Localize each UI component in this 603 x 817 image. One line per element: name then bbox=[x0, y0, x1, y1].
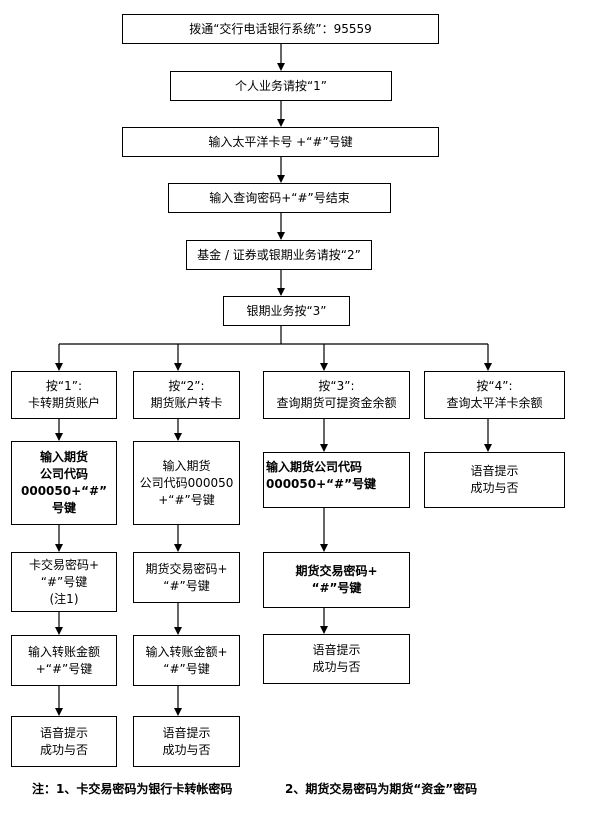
branch1-card-password-box: 卡交易密码+ “#”号键 (注1) bbox=[11, 552, 117, 612]
branch2-voice-prompt-box: 语音提示 成功与否 bbox=[133, 716, 240, 767]
branch2-futures-to-card-box: 按“2”: 期货账户转卡 bbox=[133, 371, 240, 419]
step-bank-futures-box: 银期业务按“3” bbox=[223, 296, 350, 326]
branch1-enter-amount-box: 输入转账金额 +“#”号键 bbox=[11, 635, 117, 686]
step-fund-securities-box: 基金 / 证券或银期业务请按“2” bbox=[186, 240, 372, 270]
step-personal-business-box: 个人业务请按“1” bbox=[170, 71, 392, 101]
branch2-enter-amount-box: 输入转账金额+ “#”号键 bbox=[133, 635, 240, 686]
footnote-futures-password: 2、期货交易密码为期货“资金”密码 bbox=[285, 782, 478, 796]
branch4-voice-prompt-box: 语音提示 成功与否 bbox=[424, 452, 565, 508]
step-enter-card-number-box: 输入太平洋卡号 +“#”号键 bbox=[122, 127, 439, 157]
branch1-voice-prompt-box: 语音提示 成功与否 bbox=[11, 716, 117, 767]
branch2-enter-company-code-box: 输入期货 公司代码000050 +“#”号键 bbox=[133, 441, 240, 525]
branch4-query-card-balance-box: 按“4”: 查询太平洋卡余额 bbox=[424, 371, 565, 419]
branch3-futures-password-box: 期货交易密码+ “#”号键 bbox=[263, 552, 410, 608]
branch1-enter-company-code-box: 输入期货 公司代码 000050+“#” 号键 bbox=[11, 441, 117, 525]
step-enter-query-password-box: 输入查询密码+“#”号结束 bbox=[168, 183, 391, 213]
branch3-voice-prompt-box: 语音提示 成功与否 bbox=[263, 634, 410, 684]
footnote-card-password: 注：1、卡交易密码为银行卡转帐密码 bbox=[32, 782, 233, 796]
branch3-query-futures-balance-box: 按“3”: 查询期货可提资金余额 bbox=[263, 371, 410, 419]
branch3-enter-company-code-box: 输入期货公司代码 000050+“#”号键 bbox=[263, 452, 410, 508]
connector-lines bbox=[55, 44, 492, 716]
branch1-card-to-futures-box: 按“1”: 卡转期货账户 bbox=[11, 371, 117, 419]
step-dial-bank-box: 拨通“交行电话银行系统”：95559 bbox=[122, 14, 439, 44]
branch2-futures-password-box: 期货交易密码+ “#”号键 bbox=[133, 552, 240, 603]
